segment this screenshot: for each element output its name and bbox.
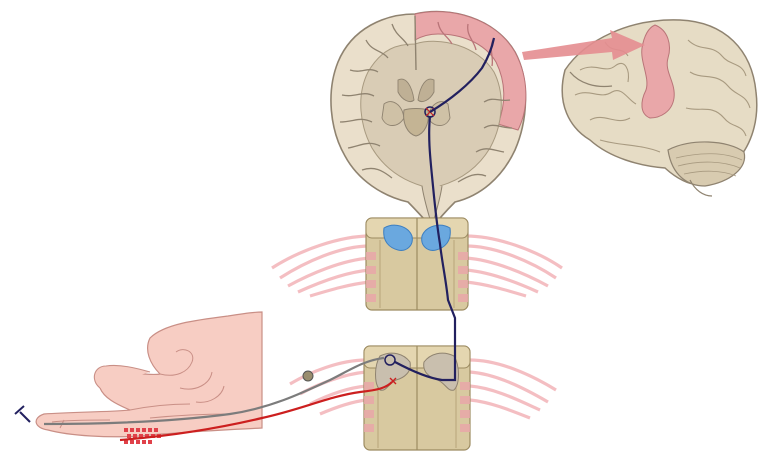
spinal-cord-upper-segment (272, 218, 562, 310)
pin-stimulus-icon (15, 406, 30, 422)
coronal-brain-section (331, 12, 526, 228)
dorsal-root-ganglion (303, 371, 313, 381)
